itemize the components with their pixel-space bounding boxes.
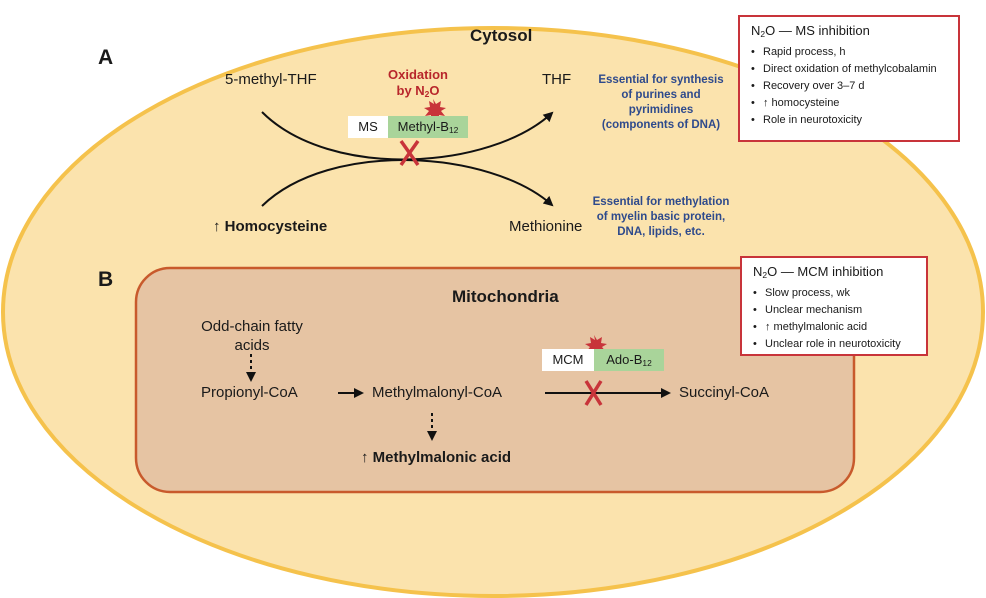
succinyl-coa-label: Succinyl-CoA xyxy=(679,384,770,401)
oxidation-burst-icon xyxy=(424,99,446,121)
mitochondria-rect xyxy=(134,266,856,494)
ms-box-item: Rapid process, h xyxy=(751,44,948,61)
ms-enzyme-label: MS xyxy=(348,116,388,138)
mcm-box-list: Slow process, wk Unclear mechanism ↑ met… xyxy=(753,285,916,353)
mcm-enzyme-label: MCM xyxy=(542,349,594,371)
oxidation-line2-suffix: O xyxy=(429,83,440,99)
homocysteine-to-methionine-arrow xyxy=(261,159,554,207)
ms-box-title: N2O — MS inhibition xyxy=(751,23,948,39)
homocysteine-up-arrow: ↑ xyxy=(213,218,221,235)
synthesis-note: Essential for synthesis of purines and p… xyxy=(598,74,724,131)
mcm-box-title-prefix: N xyxy=(753,264,763,279)
homocysteine-label: ↑ Homocysteine xyxy=(213,218,327,235)
ms-box-title-prefix: N xyxy=(751,23,761,38)
mcm-box-item: Unclear mechanism xyxy=(753,302,916,319)
ado-b12-prefix: Ado-B xyxy=(606,352,643,367)
ms-box-title-sub: 2 xyxy=(760,29,766,40)
ms-inhibition-x-icon xyxy=(399,139,420,167)
methyl-b12-sub: 12 xyxy=(448,125,459,136)
ms-box-item: Recovery over 3–7 d xyxy=(751,78,948,95)
ms-box-item: Role in neurotoxicity xyxy=(751,112,948,129)
oxidation-line2: by N2O xyxy=(378,83,458,100)
methyl-b12-prefix: Methyl-B xyxy=(397,119,449,134)
mcm-box-item: Slow process, wk xyxy=(753,285,916,302)
methyl-thf-label: 5-methyl-THF xyxy=(225,71,317,88)
mcm-box-title: N2O — MCM inhibition xyxy=(753,264,916,280)
methylmalonyl-coa-label: Methylmalonyl-CoA xyxy=(372,384,503,401)
panel-b-letter: B xyxy=(98,268,114,291)
propionyl-coa-label: Propionyl-CoA xyxy=(201,384,298,401)
ms-box-title-suffix: O — MS inhibition xyxy=(765,23,870,38)
cytosol-label: Cytosol xyxy=(470,26,533,45)
ms-box-item: Direct oxidation of methylcobalamin xyxy=(751,61,948,78)
ado-b12-label: Ado-B12 xyxy=(594,349,664,371)
thf-label: THF xyxy=(542,71,572,88)
panel-a-letter: A xyxy=(98,46,114,69)
methylmalonic-acid-label: ↑ Methylmalonic acid xyxy=(361,449,511,466)
odd-chain-fatty-acids-label: Odd-chain fatty acids xyxy=(196,317,308,355)
mcm-box-item: Unclear role in neurotoxicity xyxy=(753,336,916,353)
acid-up-arrow: ↑ xyxy=(361,449,369,466)
homocysteine-text: Homocysteine xyxy=(224,218,328,235)
oxidation-line2-prefix: by N xyxy=(396,83,425,99)
mcm-box-item: ↑ methylmalonic acid xyxy=(753,319,916,336)
ms-box-item: ↑ homocysteine xyxy=(751,95,948,112)
mcm-inhibition-x-icon xyxy=(584,380,603,406)
ms-box-list: Rapid process, h Direct oxidation of met… xyxy=(751,44,948,129)
ado-b12-sub: 12 xyxy=(642,358,652,369)
mcm-box-title-sub: 2 xyxy=(762,270,768,281)
oxidation-sub: 2 xyxy=(424,89,430,100)
mcm-box-title-suffix: O — MCM inhibition xyxy=(767,264,884,279)
oxidation-label: Oxidation by N2O xyxy=(378,67,458,100)
methylation-note: Essential for methylation of myelin basi… xyxy=(592,196,730,238)
precursor-line1: Odd-chain fatty xyxy=(201,318,303,335)
mitochondria-label: Mitochondria xyxy=(452,287,559,306)
ms-inhibition-box: N2O — MS inhibition Rapid process, h Dir… xyxy=(738,15,960,142)
oxidation-line1: Oxidation xyxy=(388,67,448,82)
methyl-b12-label: Methyl-B12 xyxy=(388,116,468,138)
mcm-inhibition-box: N2O — MCM inhibition Slow process, wk Un… xyxy=(740,256,928,356)
precursor-line2: acids xyxy=(234,337,270,354)
mcm-oxidation-burst-icon xyxy=(585,335,607,357)
methionine-label: Methionine xyxy=(509,218,583,235)
acid-text: Methylmalonic acid xyxy=(372,449,512,466)
